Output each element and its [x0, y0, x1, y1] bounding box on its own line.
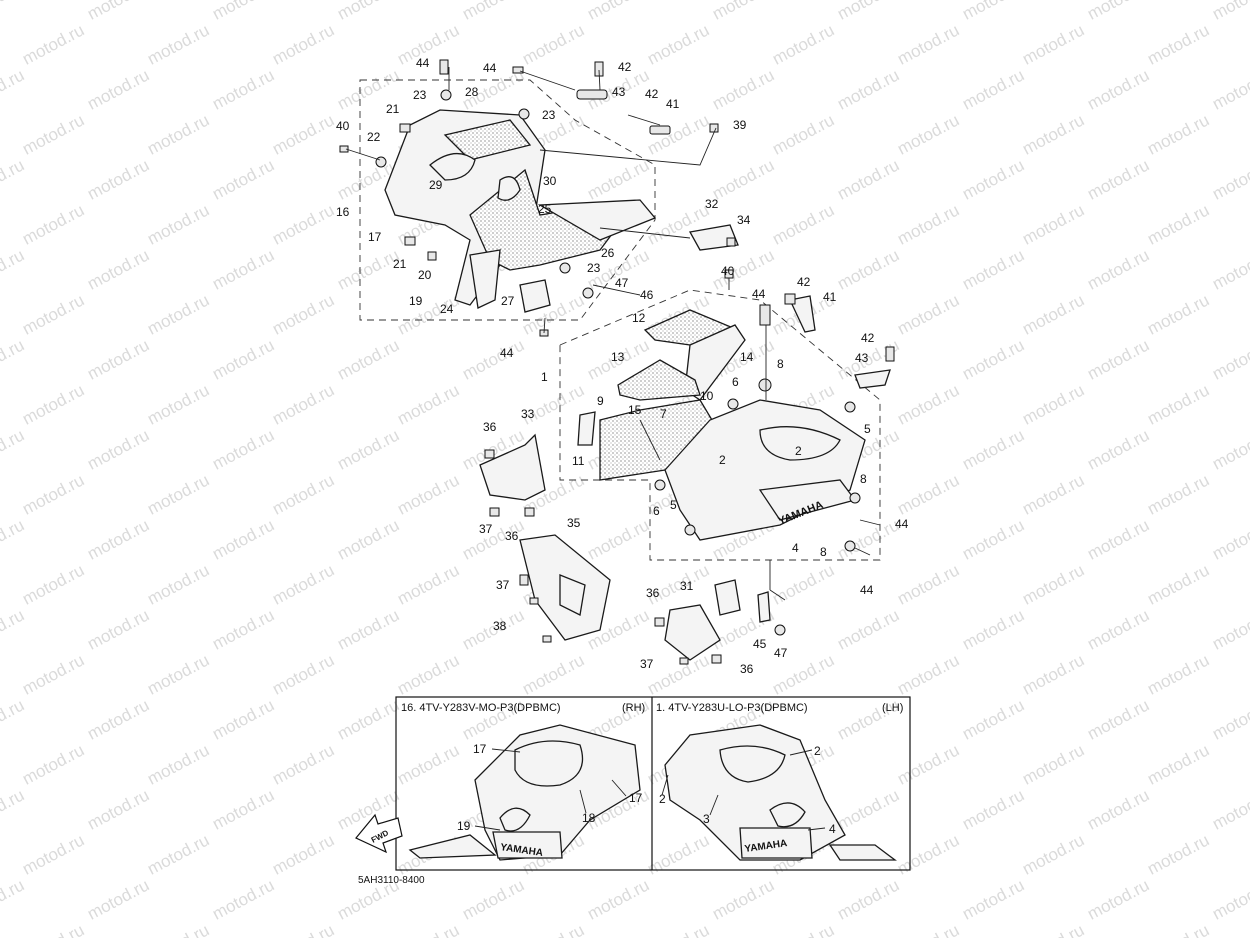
bracket-33 [479, 433, 546, 501]
callout-21: 21 [386, 102, 400, 116]
callout-5: 5 [670, 498, 677, 512]
callout-42: 42 [861, 331, 875, 345]
callout-8: 8 [777, 357, 784, 371]
callout-43: 43 [612, 85, 626, 99]
lower-group-under-cowling [559, 269, 895, 601]
callout-36: 36 [646, 586, 660, 600]
callout-4: 4 [792, 541, 799, 555]
inset-left-part-label: 1. 4TV-Y283U-LO-P3(DPBMC) [656, 702, 808, 714]
inset-callout-18: 18 [582, 811, 596, 825]
fwd-arrow-icon: FWD [355, 813, 403, 854]
callout-39: 39 [733, 118, 747, 132]
callout-33: 33 [521, 407, 535, 421]
callout-41: 41 [666, 97, 680, 111]
inset-callout-19: 19 [457, 819, 471, 833]
callout-36: 36 [483, 420, 497, 434]
inset-callout-2: 2 [814, 744, 821, 758]
inner-panel-28 [443, 119, 532, 161]
callout-10: 10 [700, 389, 714, 403]
callout-28: 28 [465, 85, 479, 99]
inset-left-side: (LH) [882, 702, 903, 714]
callout-19: 19 [409, 294, 423, 308]
callout-8: 8 [820, 545, 827, 559]
callout-1: 1 [541, 370, 548, 384]
callout-37: 37 [640, 657, 654, 671]
callout-24: 24 [440, 302, 454, 316]
callout-44: 44 [752, 287, 766, 301]
callout-15: 15 [628, 403, 642, 417]
callout-43: 43 [855, 351, 869, 365]
callout-2: 2 [719, 453, 726, 467]
callout-36: 36 [505, 529, 519, 543]
callout-5: 5 [864, 422, 871, 436]
callout-42: 42 [797, 275, 811, 289]
callout-29: 29 [429, 178, 443, 192]
callout-41: 41 [823, 290, 837, 304]
callout-44: 44 [483, 61, 497, 75]
callout-40: 40 [721, 264, 735, 278]
callout-11: 11 [572, 454, 585, 468]
callout-23: 23 [587, 261, 601, 275]
cowling-rh-illustration: YAMAHA [408, 724, 641, 861]
callout-14: 14 [740, 350, 754, 364]
callout-37: 37 [479, 522, 493, 536]
callout-8: 8 [860, 472, 867, 486]
callout-38: 38 [493, 619, 507, 633]
callout-31: 31 [680, 579, 694, 593]
callout-44: 44 [895, 517, 909, 531]
callout-47: 47 [615, 276, 629, 290]
callout-6: 6 [653, 504, 660, 518]
upper-group-cowling [339, 59, 739, 337]
callout-13: 13 [611, 350, 625, 364]
callout-44: 44 [860, 583, 874, 597]
callout-7: 7 [660, 407, 667, 421]
callout-25: 25 [538, 202, 552, 216]
callout-44: 44 [416, 56, 430, 70]
drawing-code: 5AH3110-8400 [358, 875, 425, 886]
callout-32: 32 [705, 197, 719, 211]
callout-46: 46 [640, 288, 654, 302]
bracket-31 [664, 604, 721, 661]
inset-callout-3: 3 [703, 812, 710, 826]
inset-callout-17: 17 [629, 791, 643, 805]
callout-35: 35 [567, 516, 581, 530]
inset-callout-2: 2 [659, 792, 666, 806]
callout-2: 2 [795, 444, 802, 458]
panel-13 [617, 359, 701, 401]
inset-right-side: (RH) [622, 702, 645, 714]
inset-right-part-label: 16. 4TV-Y283V-MO-P3(DPBMC) [401, 702, 561, 714]
callout-42: 42 [618, 60, 632, 74]
callout-37: 37 [496, 578, 510, 592]
inset-callout-17: 17 [473, 742, 487, 756]
callout-30: 30 [543, 174, 557, 188]
callout-20: 20 [418, 268, 432, 282]
callout-27: 27 [501, 294, 515, 308]
bracket-parts [479, 433, 786, 665]
callout-26: 26 [601, 246, 615, 260]
callout-6: 6 [732, 375, 739, 389]
callout-42: 42 [645, 87, 659, 101]
callout-45: 45 [753, 637, 767, 651]
inset-callout-4: 4 [829, 822, 836, 836]
inset-panel: 16. 4TV-Y283V-MO-P3(DPBMC) (RH) 1. 4TV-Y… [395, 696, 911, 871]
callout-17: 17 [368, 230, 382, 244]
callout-9: 9 [597, 394, 604, 408]
callout-40: 40 [336, 119, 350, 133]
cowling-lh-illustration: YAMAHA [661, 724, 897, 861]
callout-47: 47 [774, 646, 788, 660]
callout-16: 16 [336, 205, 350, 219]
callout-44: 44 [500, 346, 514, 360]
callout-23: 23 [542, 108, 556, 122]
callout-23: 23 [413, 88, 427, 102]
callout-12: 12 [632, 311, 646, 325]
callout-labels: 44 44 23 28 23 42 43 42 41 39 40 21 22 1… [336, 56, 909, 676]
callout-36: 36 [740, 662, 754, 676]
callout-21: 21 [393, 257, 407, 271]
callout-34: 34 [737, 213, 751, 227]
callout-22: 22 [367, 130, 381, 144]
